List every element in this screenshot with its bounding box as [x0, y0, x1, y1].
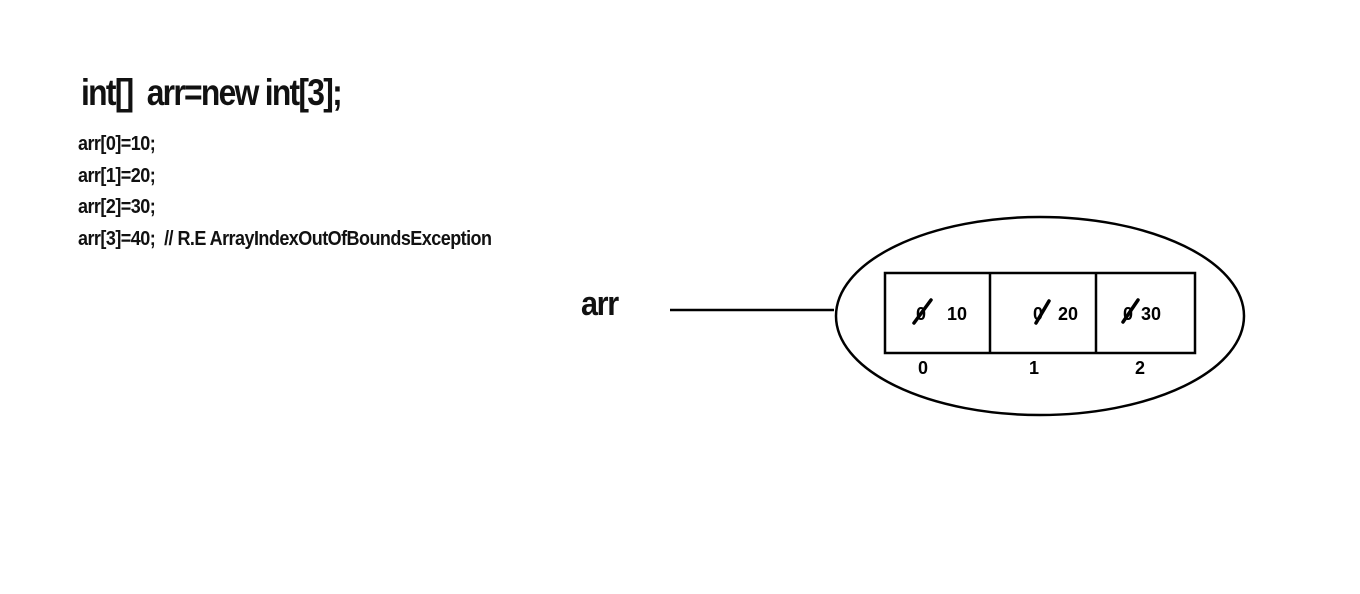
array-box [883, 271, 1197, 355]
array-cell-2: 0 30 2 [1121, 298, 1161, 378]
index-label-0: 0 [918, 358, 928, 378]
index-label-2: 2 [1135, 358, 1145, 378]
assignment-statements: arr[0]=10; arr[1]=20; arr[2]=30; arr[3]=… [78, 129, 492, 255]
array-declaration: int[] arr=new int[3]; [81, 72, 343, 113]
array-cell-0: 0 10 0 [912, 298, 967, 378]
strike-mark-0 [912, 298, 933, 325]
cell-2-new-value: 30 [1141, 304, 1161, 324]
cell-1-old-value: 0 [1033, 304, 1043, 324]
cell-0-new-value: 10 [947, 304, 967, 324]
array-cell-1: 0 20 1 [1029, 299, 1078, 378]
assignment-line-0: arr[0]=10; [78, 133, 156, 155]
heap-object-ellipse [834, 215, 1246, 417]
strike-mark-2 [1121, 298, 1140, 324]
reference-variable-label: arr [581, 285, 619, 323]
cell-1-new-value: 20 [1058, 304, 1078, 324]
strike-mark-1 [1034, 299, 1051, 325]
assignment-line-2: arr[2]=30; [78, 196, 156, 218]
assignment-line-3: arr[3]=40; // R.E ArrayIndexOutOfBoundsE… [78, 227, 492, 250]
assignment-line-1: arr[1]=20; [78, 164, 156, 187]
index-label-1: 1 [1029, 358, 1039, 378]
